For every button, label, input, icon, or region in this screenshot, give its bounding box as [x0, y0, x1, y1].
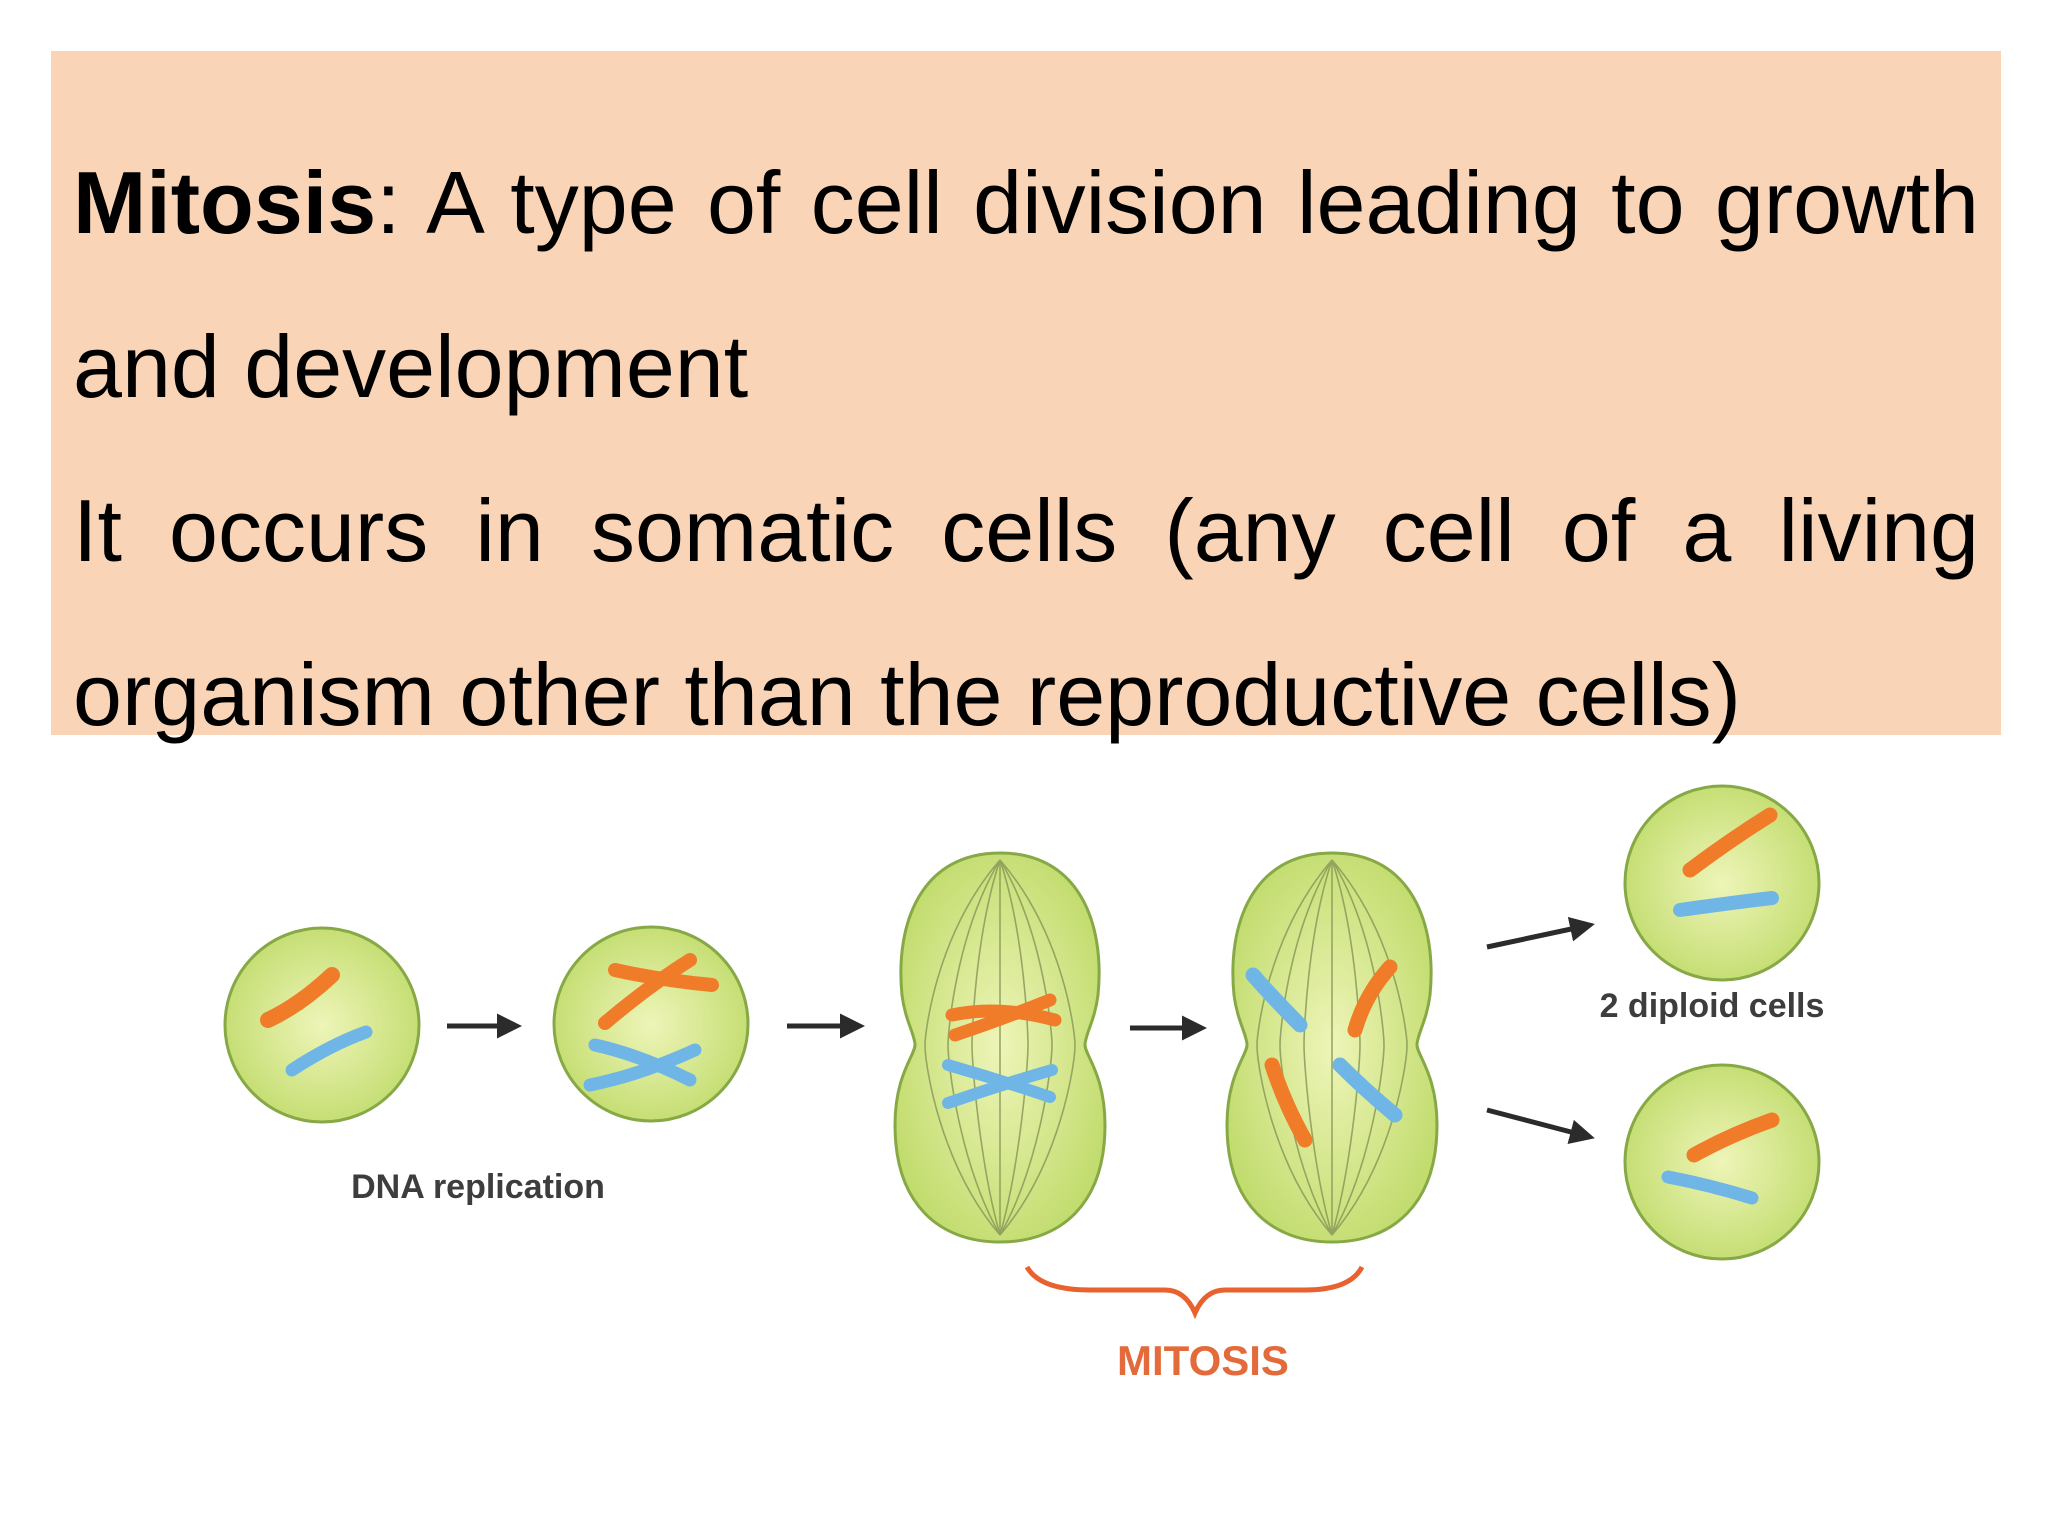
- chromosome-orange: [1682, 807, 1778, 878]
- parent-cell: [223, 926, 421, 1124]
- mitosis-diagram: DNA replication: [0, 735, 2048, 1536]
- chromosome-orange: [260, 967, 340, 1028]
- chromatid-orange: [945, 1004, 1062, 1027]
- label-diploid-cells: 2 diploid cells: [1600, 987, 1825, 1025]
- label-dna-replication: DNA replication: [351, 1168, 605, 1206]
- term-mitosis: Mitosis: [73, 153, 377, 252]
- arrow-icon: [1486, 916, 1595, 950]
- chromatid-orange: [1347, 959, 1398, 1038]
- daughter-cell-top: [1623, 784, 1821, 982]
- chromatid-blue: [588, 1038, 697, 1087]
- anaphase-cell: [1225, 851, 1439, 1244]
- definition-paragraph: Mitosis: A type of cell division leading…: [73, 121, 1979, 449]
- chromosome-blue: [1661, 1170, 1759, 1205]
- definition-box: Mitosis: A type of cell division leading…: [51, 51, 2001, 744]
- chromosome-blue: [1673, 891, 1779, 917]
- metaphase-cell: [893, 851, 1107, 1244]
- replicated-cell: [552, 925, 750, 1123]
- label-mitosis: MITOSIS: [1117, 1337, 1289, 1384]
- daughter-cell-bottom: [1623, 1063, 1821, 1261]
- chromatid-orange: [1264, 1057, 1313, 1148]
- chromatid-orange: [608, 963, 719, 992]
- definition-text: : A type of cell division leading to gro…: [73, 153, 1979, 416]
- chromatid-orange: [598, 953, 697, 1030]
- arrow-icon: [1486, 1107, 1595, 1145]
- chromosome-blue: [285, 1025, 373, 1077]
- chromosome-orange: [1686, 1112, 1780, 1163]
- chromatid-orange: [948, 993, 1057, 1042]
- chromatid-blue: [1332, 1057, 1403, 1123]
- brace-icon: [1024, 1265, 1365, 1320]
- spindle-fibers: [1256, 859, 1408, 1236]
- chromatid-blue: [583, 1043, 702, 1092]
- chromatid-blue: [942, 1064, 1058, 1109]
- chromatid-blue: [1245, 967, 1308, 1033]
- spindle-fibers: [924, 859, 1076, 1236]
- somatic-cells-paragraph: It occurs in somatic cells (any cell of …: [73, 481, 1979, 744]
